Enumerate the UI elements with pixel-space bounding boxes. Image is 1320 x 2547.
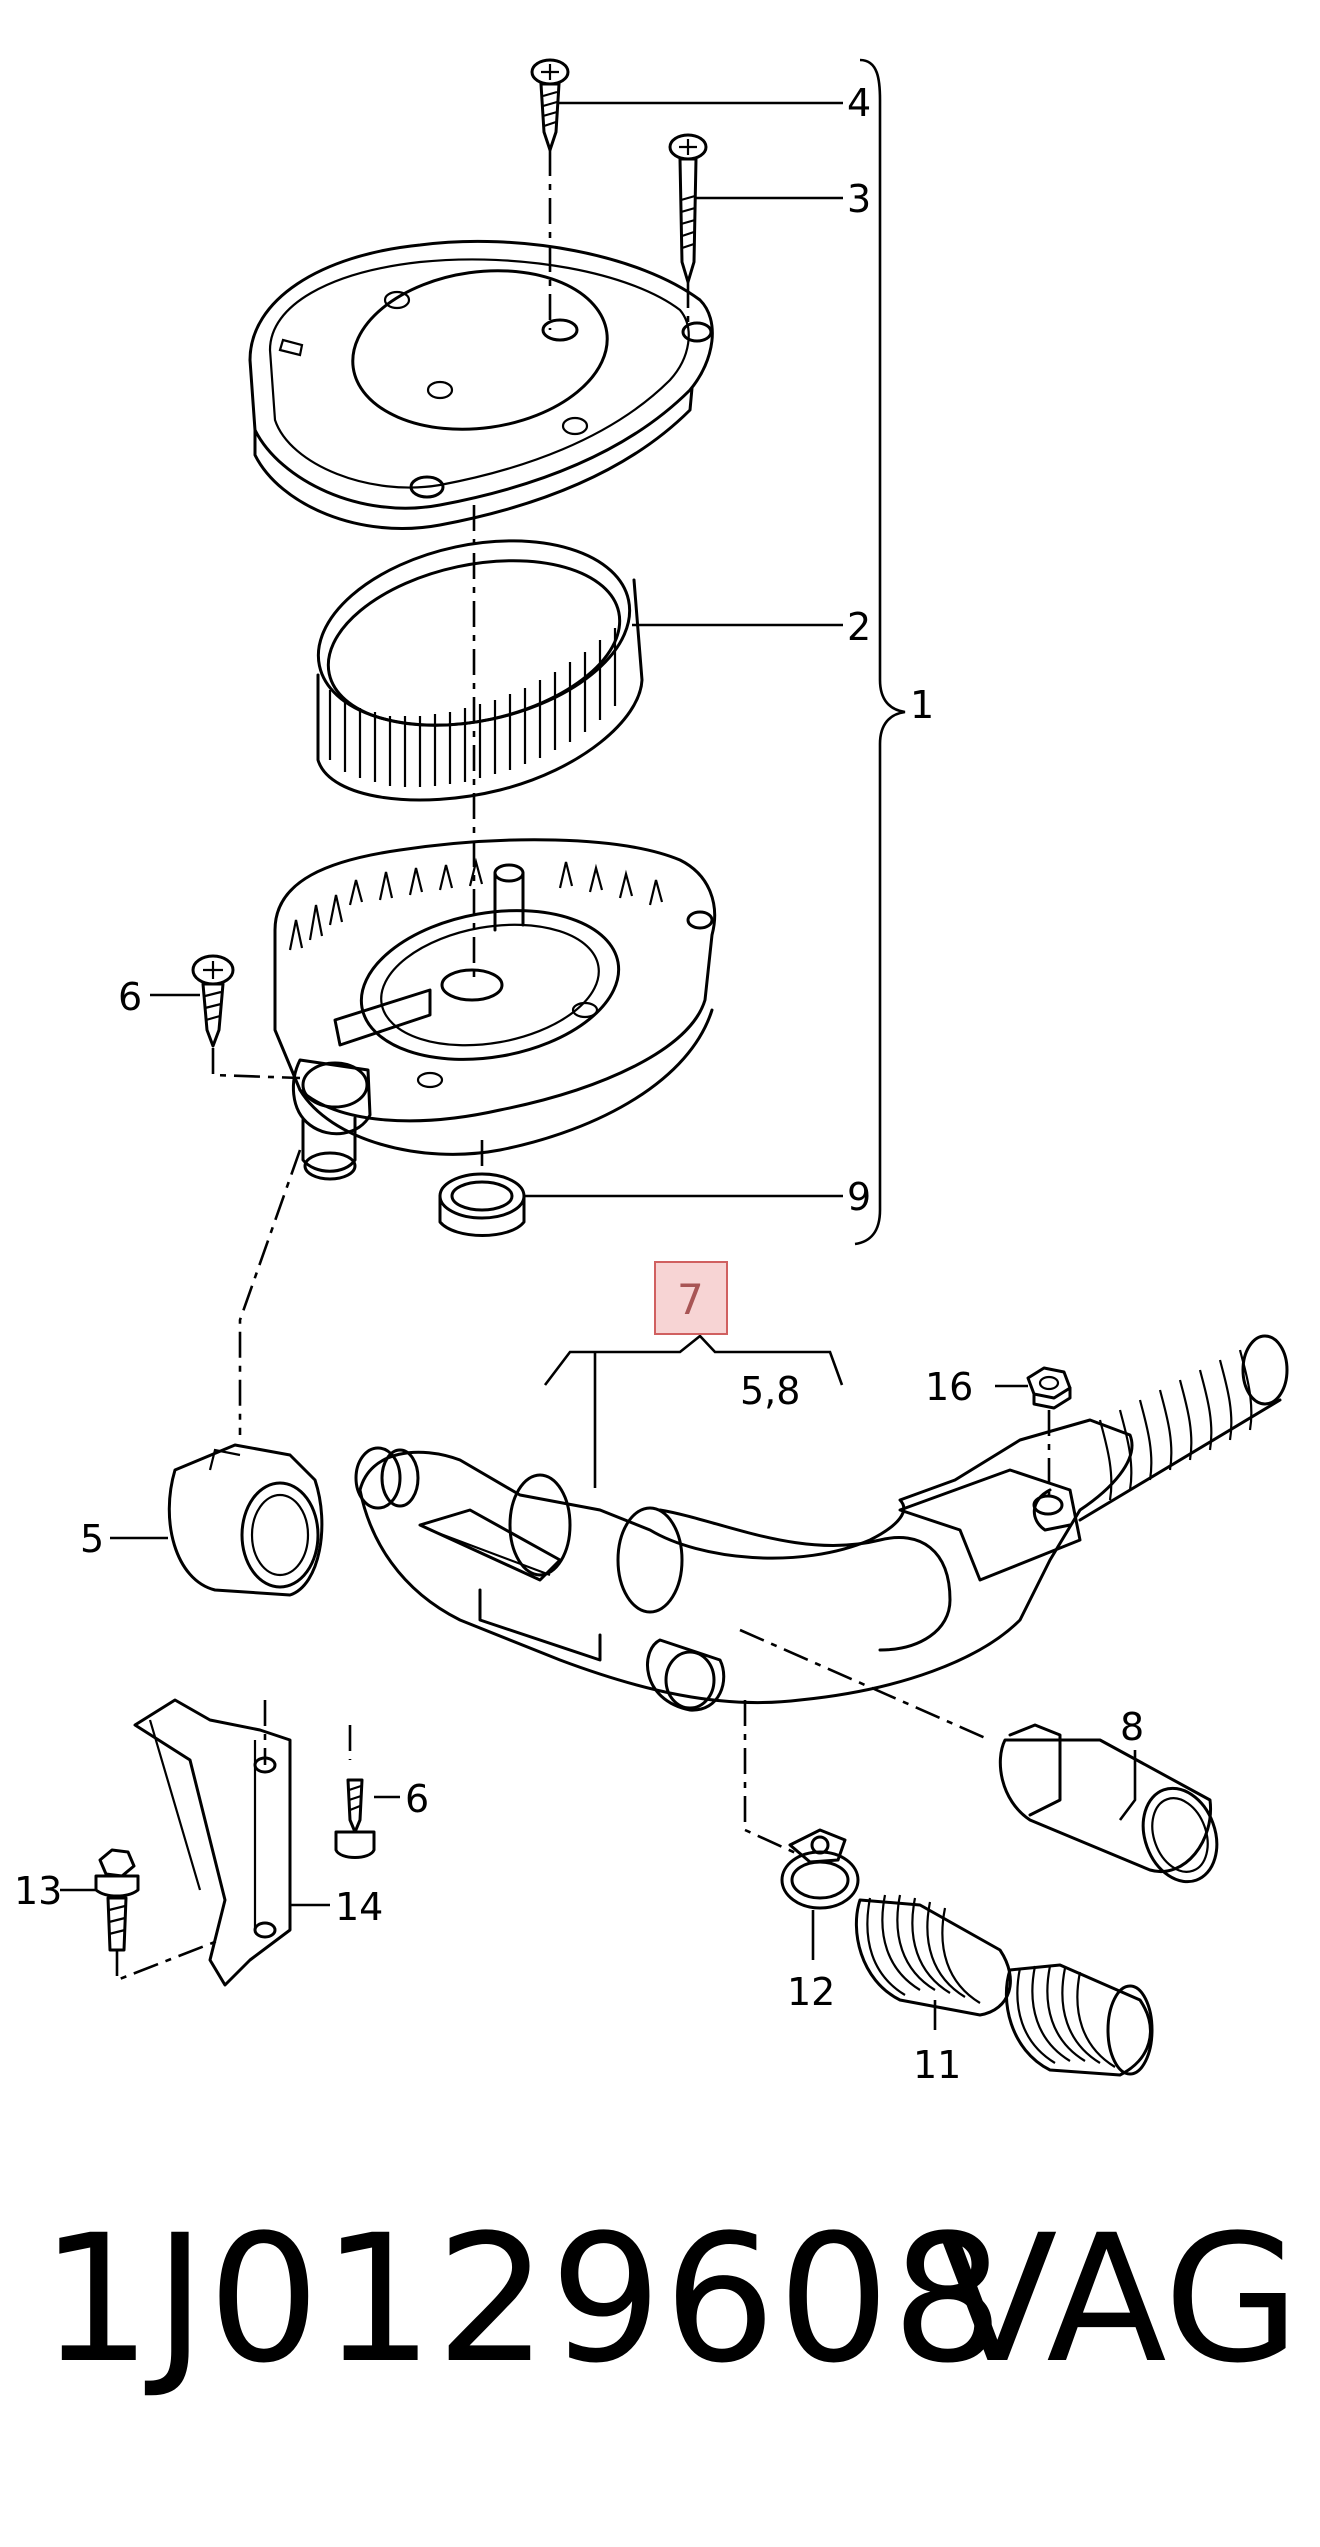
footer: 1J0129608 VAG [40,2200,1300,2400]
air-filter-housing [273,838,717,1181]
corrugated-hose [854,1894,1154,2077]
callout-highlight-box [654,1261,728,1335]
callout-6-lower: 6 [405,1777,429,1821]
callout-5-8: 5,8 [740,1369,800,1413]
screw-short [530,58,570,152]
brand-name: VAG [937,2197,1300,2402]
callout-4: 4 [847,81,871,125]
callout-8: 8 [1120,1705,1144,1749]
callout-14: 14 [335,1885,383,1929]
screw-long [668,133,708,284]
callout-1: 1 [910,683,934,727]
callout-16: 16 [925,1365,973,1409]
connector-sleeve [998,1723,1219,1884]
intake-pipe [354,1334,1289,1712]
filter-element [316,539,644,802]
intake-adapter [167,1443,324,1597]
hose-clamp [780,1828,860,1910]
grommet [438,1172,526,1237]
callout-6-upper: 6 [118,975,142,1019]
callout-3: 3 [847,177,871,221]
hex-nut [1026,1366,1072,1410]
bracket-screw [334,1778,376,1859]
part-number: 1J0129608 [40,2197,1006,2402]
air-filter-lid [248,239,714,530]
callout-12: 12 [787,1970,835,2014]
callout-2: 2 [847,605,871,649]
callout-11: 11 [913,2043,961,2087]
flange-bolt [94,1848,140,1952]
callout-9: 9 [847,1175,871,1219]
callout-5: 5 [80,1517,104,1561]
callout-7: 7 [677,1275,704,1324]
callout-13: 13 [14,1869,62,1913]
housing-screw [191,954,235,1048]
